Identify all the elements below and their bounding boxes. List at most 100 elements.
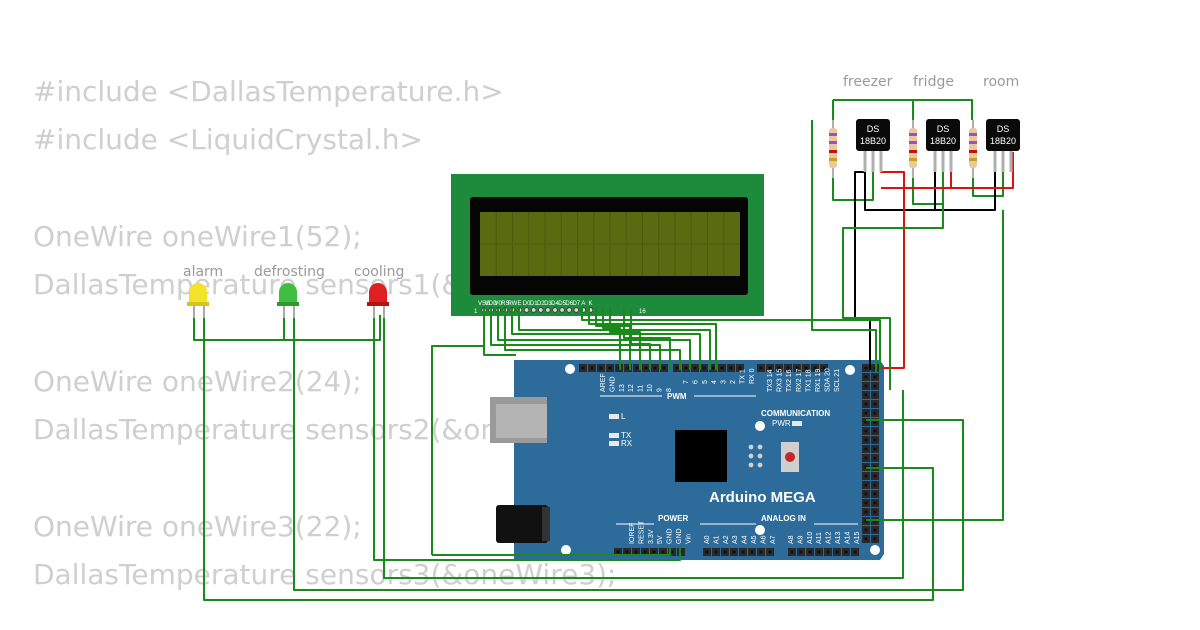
lcd-pin-label: RS [501,301,509,307]
code-line: DallasTemperature sensors2(&oneWire2); [33,413,617,447]
board-pin-label: 10 [647,384,654,392]
led-tx-label: TX [621,431,632,440]
lcd-pin-label: D4 [551,301,559,307]
led-rx-label: RX [621,439,633,448]
resistors [829,120,977,178]
communication-label: COMMUNICATION [761,409,830,418]
board-pin-label: TX2 16 [786,369,793,392]
led-defrosting[interactable] [277,283,299,318]
lcd-pin-label: VDD [485,301,498,307]
board-pin-label: GND [667,528,674,544]
board-pin-label: A3 [732,535,739,544]
board-pin-label: 9 [656,388,663,392]
lcd-pin-label: D0 [523,301,531,307]
lcd-pin-label: D7 [572,301,580,307]
lcd-pin [573,307,579,313]
sensor-legs [863,150,1013,172]
lcd-pin-last: 16 [639,309,646,315]
code-line: #include <DallasTemperature.h> [33,75,504,108]
board-pin-label: A10 [807,531,814,544]
power-label: POWER [658,514,688,523]
board-pin-label: A5 [751,535,758,544]
lcd-pin-label: A [581,301,585,307]
board-pin-label: RESET [638,520,645,544]
board-pin-label: A0 [704,535,711,544]
lcd-pin [538,307,544,313]
board-pin-label: 5 [702,380,709,384]
lcd-pin-label: D5 [558,301,566,307]
board-pin-label: AREF [600,373,607,392]
icsp-header [748,444,763,468]
lcd-pin [552,307,558,313]
lcd-pin [559,307,565,313]
lcd-pin [545,307,551,313]
board-pin-label: 3.3V [648,529,655,544]
led-cooling[interactable] [367,283,389,318]
lcd-pin-label: RW [507,301,517,307]
code-line: OneWire oneWire2(24); [33,364,362,398]
board-pin-label: TX 1 [739,369,746,384]
pwr-led-label: PWR [772,419,791,428]
analog-in-label: ANALOG IN [761,514,806,523]
board-pin-label: 13 [619,384,626,392]
code-line: OneWire oneWire3(22); [33,509,362,543]
led-label-cooling: cooling [354,264,405,280]
led-label-defrosting: defrosting [254,264,325,280]
led-alarm[interactable] [187,283,209,318]
lcd-pin [523,307,530,313]
board-pin-label: 6 [692,380,699,384]
board-pin-label: 4 [711,380,718,384]
led-l-label: L [621,412,626,421]
sensor-fridge[interactable]: DS 18B20 [926,119,960,151]
board-pin-label: 5V [657,535,664,544]
code-line: DallasTemperature sensors3(&oneWire3); [33,557,617,591]
board-pin-label: 8 [666,388,673,392]
board-pin-label: GND [676,528,683,544]
lcd-pin-label: VSS [478,301,490,307]
pwm-label: PWM [667,392,687,401]
board-pin-label: RX3 15 [777,369,784,392]
lcd-pin-first: 1 [474,309,478,315]
board-pin-label: 3 [721,380,728,384]
board-pin-label: A15 [854,531,861,544]
board-pin-label: A7 [770,535,777,544]
lcd-pin-label: K [588,301,592,307]
lcd-pin [566,307,572,313]
arduino-mega-board[interactable]: L TX RX PWR Arduino MEGA PWM COMMUNICATI… [490,360,884,560]
board-pin-label: A8 [788,535,795,544]
sensor-label-fridge: fridge [913,74,954,90]
board-pin-label: GND [609,376,616,392]
board-pin-label: RX 0 [749,368,756,384]
board-pin-label: SCL 21 [834,369,841,392]
mcu-chip [675,430,727,482]
board-pin-label: A4 [742,535,749,544]
board-pin-label: A14 [844,531,851,544]
board-pin-label: A2 [723,535,730,544]
board-pin-label: TX3 14 [767,369,774,392]
board-pin-label: 2 [730,380,737,384]
board-pin-label: 12 [628,384,635,392]
board-pin-label: A6 [760,535,767,544]
code-line: OneWire oneWire1(52); [33,219,362,253]
lcd-pin-label: E [517,301,521,307]
board-pin-label: A1 [713,535,720,544]
sensor-freezer[interactable]: DS 18B20 [856,119,890,151]
lcd-pin-label: D6 [565,301,573,307]
lcd-pin-label: D3 [544,301,552,307]
board-pin-label: RX1 19 [815,369,822,392]
code-line: #include <LiquidCrystal.h> [33,123,423,157]
board-pin-label: SDA 20 [825,368,832,392]
sensor-label-freezer: freezer [843,74,893,90]
lcd-pin [531,307,537,313]
lcd-pin-label: V0 [495,301,503,307]
lcd-pin-label: D2 [537,301,545,307]
board-pin-label: RX2 17 [796,369,803,392]
sensor-room[interactable]: DS 18B20 [986,119,1020,151]
board-pin-label: 7 [683,380,690,384]
board-pin-label: Vin [685,534,692,544]
sensor-label-room: room [983,74,1020,90]
board-pin-label: TX1 18 [805,369,812,392]
board-pin-label: IOREF [629,523,636,544]
